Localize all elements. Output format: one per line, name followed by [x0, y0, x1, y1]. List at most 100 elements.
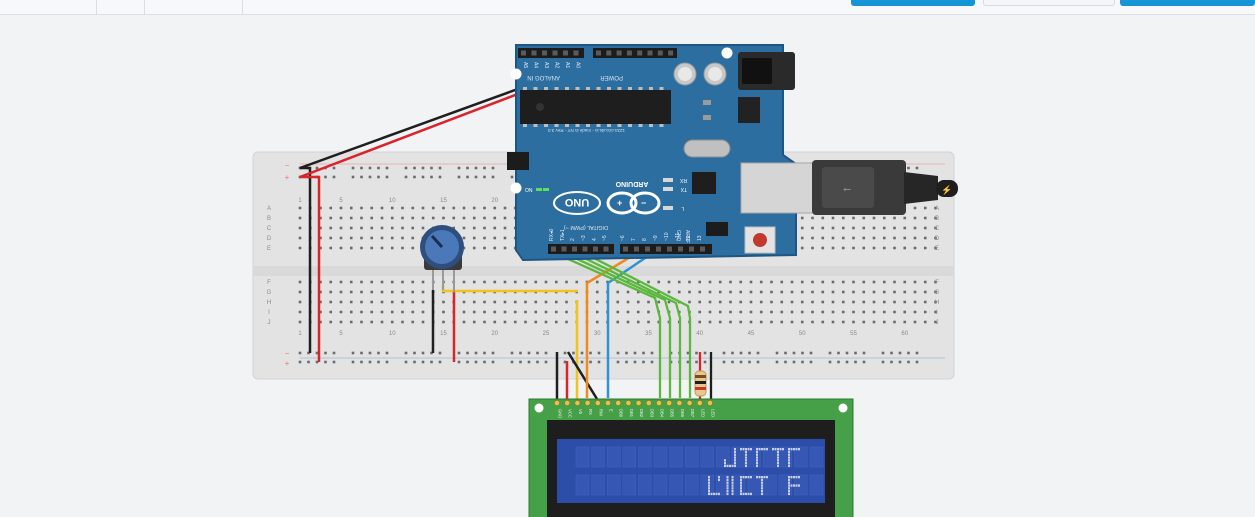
breadboard-hole[interactable]	[554, 280, 558, 284]
rail-hole[interactable]	[385, 351, 389, 355]
rail-hole[interactable]	[332, 166, 336, 170]
rail-hole[interactable]	[854, 351, 857, 355]
breadboard-hole[interactable]	[893, 320, 896, 324]
breadboard-hole[interactable]	[862, 290, 866, 294]
breadboard-hole[interactable]	[636, 310, 640, 314]
breadboard-hole[interactable]	[483, 320, 486, 324]
rail-hole[interactable]	[809, 360, 813, 364]
breadboard-hole[interactable]	[841, 280, 845, 284]
breadboard-hole[interactable]	[780, 320, 784, 324]
breadboard-hole[interactable]	[852, 300, 855, 304]
breadboard-hole[interactable]	[370, 280, 374, 284]
breadboard-hole[interactable]	[380, 236, 384, 240]
breadboard-hole[interactable]	[595, 320, 599, 324]
lcd-pin[interactable]	[656, 400, 662, 406]
rail-hole[interactable]	[332, 360, 336, 364]
breadboard-hole[interactable]	[934, 226, 937, 230]
breadboard-hole[interactable]	[360, 300, 363, 304]
toolbar-primary-button[interactable]	[851, 0, 975, 6]
breadboard-hole[interactable]	[923, 320, 927, 324]
breadboard-hole[interactable]	[544, 280, 548, 284]
breadboard-hole[interactable]	[370, 290, 374, 294]
breadboard-hole[interactable]	[626, 290, 630, 294]
rail-hole[interactable]	[828, 351, 832, 355]
breadboard-hole[interactable]	[493, 236, 497, 240]
breadboard-hole[interactable]	[811, 216, 814, 220]
rail-hole[interactable]	[544, 360, 548, 364]
breadboard-hole[interactable]	[339, 300, 343, 304]
breadboard-hole[interactable]	[913, 206, 917, 210]
breadboard-hole[interactable]	[647, 280, 650, 284]
breadboard-hole[interactable]	[882, 300, 886, 304]
breadboard-hole[interactable]	[729, 310, 732, 314]
breadboard-hole[interactable]	[319, 206, 322, 210]
breadboard-hole[interactable]	[339, 246, 343, 250]
wire-black-gnd[interactable]	[299, 50, 621, 353]
breadboard-hole[interactable]	[349, 216, 353, 220]
breadboard-hole[interactable]	[913, 226, 917, 230]
breadboard-hole[interactable]	[380, 320, 384, 324]
breadboard-hole[interactable]	[421, 310, 425, 314]
rail-hole[interactable]	[491, 166, 495, 170]
breadboard-hole[interactable]	[903, 310, 907, 314]
rail-hole[interactable]	[483, 175, 486, 179]
breadboard-hole[interactable]	[513, 320, 517, 324]
breadboard-hole[interactable]	[903, 226, 907, 230]
breadboard-hole[interactable]	[647, 320, 650, 324]
breadboard-hole[interactable]	[411, 310, 415, 314]
breadboard-hole[interactable]	[872, 236, 876, 240]
breadboard-hole[interactable]	[811, 246, 814, 250]
breadboard-hole[interactable]	[319, 290, 322, 294]
breadboard-hole[interactable]	[923, 226, 927, 230]
rail-hole[interactable]	[862, 351, 866, 355]
breadboard-hole[interactable]	[319, 320, 322, 324]
rail-hole[interactable]	[474, 166, 478, 170]
breadboard-hole[interactable]	[462, 216, 466, 220]
breadboard-hole[interactable]	[544, 300, 548, 304]
breadboard-hole[interactable]	[411, 320, 415, 324]
rail-hole[interactable]	[368, 360, 372, 364]
breadboard-hole[interactable]	[462, 246, 466, 250]
breadboard-hole[interactable]	[698, 320, 702, 324]
rail-hole[interactable]	[483, 360, 486, 364]
rail-hole[interactable]	[703, 351, 707, 355]
breadboard-hole[interactable]	[544, 310, 548, 314]
rail-hole[interactable]	[792, 360, 796, 364]
breadboard-hole[interactable]	[390, 290, 394, 294]
breadboard-hole[interactable]	[319, 216, 322, 220]
breadboard-hole[interactable]	[421, 216, 425, 220]
rail-hole[interactable]	[430, 166, 433, 170]
breadboard-hole[interactable]	[595, 300, 599, 304]
breadboard-hole[interactable]	[483, 216, 486, 220]
breadboard-hole[interactable]	[442, 216, 445, 220]
rail-hole[interactable]	[466, 351, 469, 355]
breadboard-hole[interactable]	[821, 226, 825, 230]
breadboard-hole[interactable]	[319, 236, 322, 240]
breadboard-hole[interactable]	[903, 280, 907, 284]
breadboard-hole[interactable]	[800, 300, 804, 304]
breadboard-hole[interactable]	[472, 320, 476, 324]
breadboard-hole[interactable]	[862, 216, 866, 220]
rail-hole[interactable]	[756, 351, 760, 355]
breadboard-hole[interactable]	[708, 310, 712, 314]
breadboard-hole[interactable]	[872, 310, 876, 314]
lcd-pin[interactable]	[625, 400, 632, 406]
breadboard-hole[interactable]	[677, 280, 681, 284]
breadboard-hole[interactable]	[821, 300, 825, 304]
rail-hole[interactable]	[457, 360, 461, 364]
breadboard-hole[interactable]	[483, 246, 486, 250]
breadboard-hole[interactable]	[923, 290, 927, 294]
breadboard-hole[interactable]	[882, 236, 886, 240]
breadboard-hole[interactable]	[872, 300, 876, 304]
breadboard-hole[interactable]	[390, 216, 394, 220]
breadboard-hole[interactable]	[831, 246, 835, 250]
breadboard-hole[interactable]	[852, 226, 855, 230]
breadboard-hole[interactable]	[872, 290, 876, 294]
breadboard-hole[interactable]	[718, 310, 722, 314]
breadboard-hole[interactable]	[790, 300, 794, 304]
breadboard-hole[interactable]	[401, 206, 404, 210]
breadboard-hole[interactable]	[390, 226, 394, 230]
breadboard-hole[interactable]	[472, 216, 476, 220]
breadboard-hole[interactable]	[688, 290, 691, 294]
